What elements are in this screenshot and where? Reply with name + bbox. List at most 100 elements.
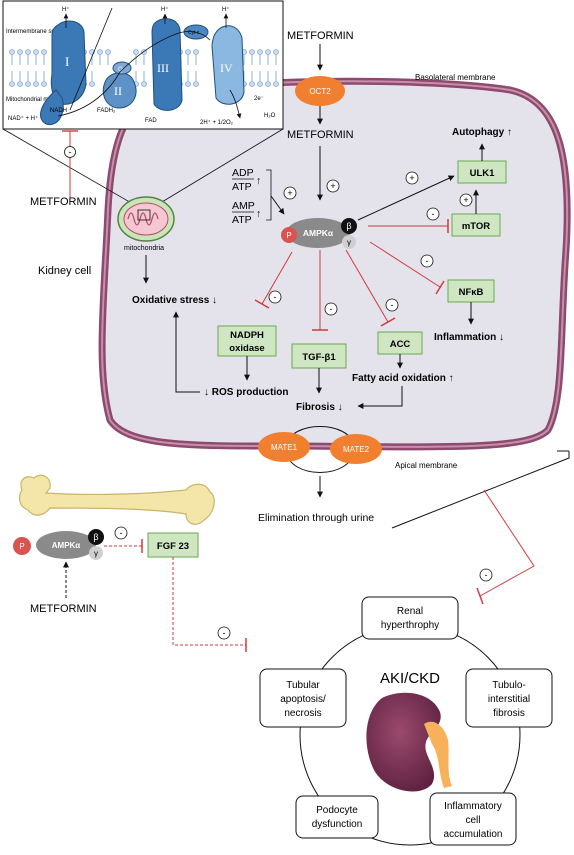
tubular-line-2: apoptosis/ <box>280 694 326 705</box>
mate1-label: MATE1 <box>271 443 298 452</box>
minus-label: - <box>391 300 394 310</box>
plus-sign-ulk1 <box>405 171 419 185</box>
minus-label: - <box>69 147 72 157</box>
ampk-alpha-bone-label: AMPKα <box>52 541 81 550</box>
q-label: Q <box>118 67 123 73</box>
fadh2-label: FADH₂ <box>97 108 116 114</box>
kidney-cell-label: Kidney cell <box>38 265 91 277</box>
renal-line-1: Renal <box>397 606 423 617</box>
plus-sign-metformin <box>326 179 340 193</box>
fad-label: FAD <box>145 118 157 124</box>
mitochondrial-matrix-label: Mitochondrial matrix <box>6 97 60 103</box>
metformin-bone-label: METFORMIN <box>30 603 97 615</box>
minus-sign-fgf23-akicd <box>217 626 231 640</box>
complex-iii-label: III <box>157 61 169 75</box>
mate2-transporter <box>330 434 382 464</box>
gamma-label: γ <box>347 238 351 247</box>
electron-transport-inset: Intermembrane space Mitochondrial matrix… <box>2 0 284 130</box>
amp-label: AMP <box>232 200 255 212</box>
p-badge-bone-label: P <box>19 542 24 551</box>
minus-sign-nadph <box>268 290 282 304</box>
nad-reaction: NAD⁺ + H⁺ <box>8 115 38 122</box>
up-arrow-2: ↑ <box>256 208 261 220</box>
complex-ii-label: II <box>114 84 122 98</box>
ampk-complex-bone: AMPKα P β γ <box>13 529 104 560</box>
podocyte-line-1: Podocyte <box>316 805 358 816</box>
tubular-apoptosis-necrosis-box: Tubular apoptosis/ necrosis <box>259 668 347 728</box>
gamma-bone-label: γ <box>94 549 98 558</box>
renal-line-2: hyperthrophy <box>381 620 439 631</box>
akicd-title: AKI/CKD <box>380 670 440 687</box>
minus-label: - <box>223 628 226 638</box>
fgf23-box <box>147 532 199 558</box>
tubulo-interstitial-fibrosis-box: Tubulo- interstitial fibrosis <box>465 668 553 728</box>
tubular-line-3: necrosis <box>284 708 321 719</box>
plus-sign-mtor-ulk1 <box>459 193 473 207</box>
water-label: H₂O <box>264 113 276 119</box>
metformin-top-label: METFORMIN <box>287 30 354 42</box>
ros-production-label: ↓ ROS production <box>204 387 288 398</box>
ubiquinone-q <box>112 61 132 75</box>
elimination-label: Elimination through urine <box>258 512 374 524</box>
ampk-complex: AMPKα P β γ <box>281 218 357 249</box>
mitochondria-label: mitochondria <box>124 245 164 252</box>
cyt-c-label: Cyt c <box>188 30 200 36</box>
tubulo-line-3: fibrosis <box>493 708 525 719</box>
minus-sign-akicd <box>479 568 493 582</box>
plus-label: + <box>463 195 468 205</box>
fatty-acid-oxidation-label: Fatty acid oxidation ↑ <box>352 373 454 384</box>
fgf23-label: FGF 23 <box>157 541 189 552</box>
fibrosis-label: Fibrosis ↓ <box>296 402 343 413</box>
minus-label: - <box>485 570 488 580</box>
mtor-label: mTOR <box>462 221 490 232</box>
plus-sign-ratios <box>283 186 297 200</box>
basolateral-membrane-label: Basolateral membrane <box>415 73 496 82</box>
two-e-label: 2e⁻ <box>254 96 264 102</box>
intermembrane-space-label: Intermembrane space <box>6 29 65 35</box>
complex-iv-label: IV <box>220 61 233 75</box>
beta-label: β <box>346 221 351 231</box>
inflammatory-cell-accumulation-box: Inflammatory cell accumulation <box>429 792 517 846</box>
minus-label: - <box>426 256 429 266</box>
h-plus-1: H⁺ <box>62 6 70 13</box>
tgfb1-box <box>291 343 347 369</box>
complex-iv <box>211 25 245 105</box>
inflammatory-line-2: cell <box>465 815 480 826</box>
minus-sign-tgfb1 <box>324 302 338 316</box>
mitochondrion <box>117 196 175 242</box>
oxidase-label: oxidase <box>229 343 264 354</box>
oct2-transporter <box>295 76 345 106</box>
plus-label: + <box>287 188 292 198</box>
atp-label-1: ATP <box>232 181 252 193</box>
mate1-transporter <box>258 432 310 462</box>
inflammatory-line-1: Inflammatory <box>444 801 502 812</box>
water-reaction: 2H⁺ + 1/2O₂ <box>200 119 234 126</box>
inflammation-label: Inflammation ↓ <box>434 332 504 343</box>
metformin-cell-label: METFORMIN <box>287 129 354 141</box>
metformin-left-label: METFORMIN <box>30 196 97 208</box>
tubulo-line-2: interstitial <box>488 694 530 705</box>
oxidative-stress-label: Oxidative stress ↓ <box>132 295 217 306</box>
plus-label: + <box>409 173 414 183</box>
complex-i-label: I <box>65 54 69 69</box>
inflammatory-line-3: accumulation <box>444 829 503 840</box>
nfkb-label: NFκB <box>459 287 484 298</box>
minus-label: - <box>120 528 123 538</box>
h-plus-2: H⁺ <box>161 6 169 13</box>
ulk1-label: ULK1 <box>470 168 496 179</box>
adp-label: ADP <box>232 167 254 179</box>
up-arrow-1: ↑ <box>256 175 261 187</box>
apical-membrane-label: Apical membrane <box>395 461 458 470</box>
minus-sign-nfkb <box>420 254 434 268</box>
minus-label: - <box>274 292 277 302</box>
beta-bone-label: β <box>93 532 98 542</box>
bone-icon <box>18 474 215 525</box>
ampk-alpha-label: AMPKα <box>303 228 334 238</box>
minus-sign-mtor <box>426 207 440 221</box>
nadh-label: NADH <box>50 108 67 114</box>
energy-ratios: ADP ATP ↑ AMP ATP ↑ <box>232 167 272 226</box>
podocyte-line-2: dysfunction <box>312 819 363 830</box>
minus-label: - <box>432 209 435 219</box>
minus-sign-fgf23 <box>114 526 128 540</box>
